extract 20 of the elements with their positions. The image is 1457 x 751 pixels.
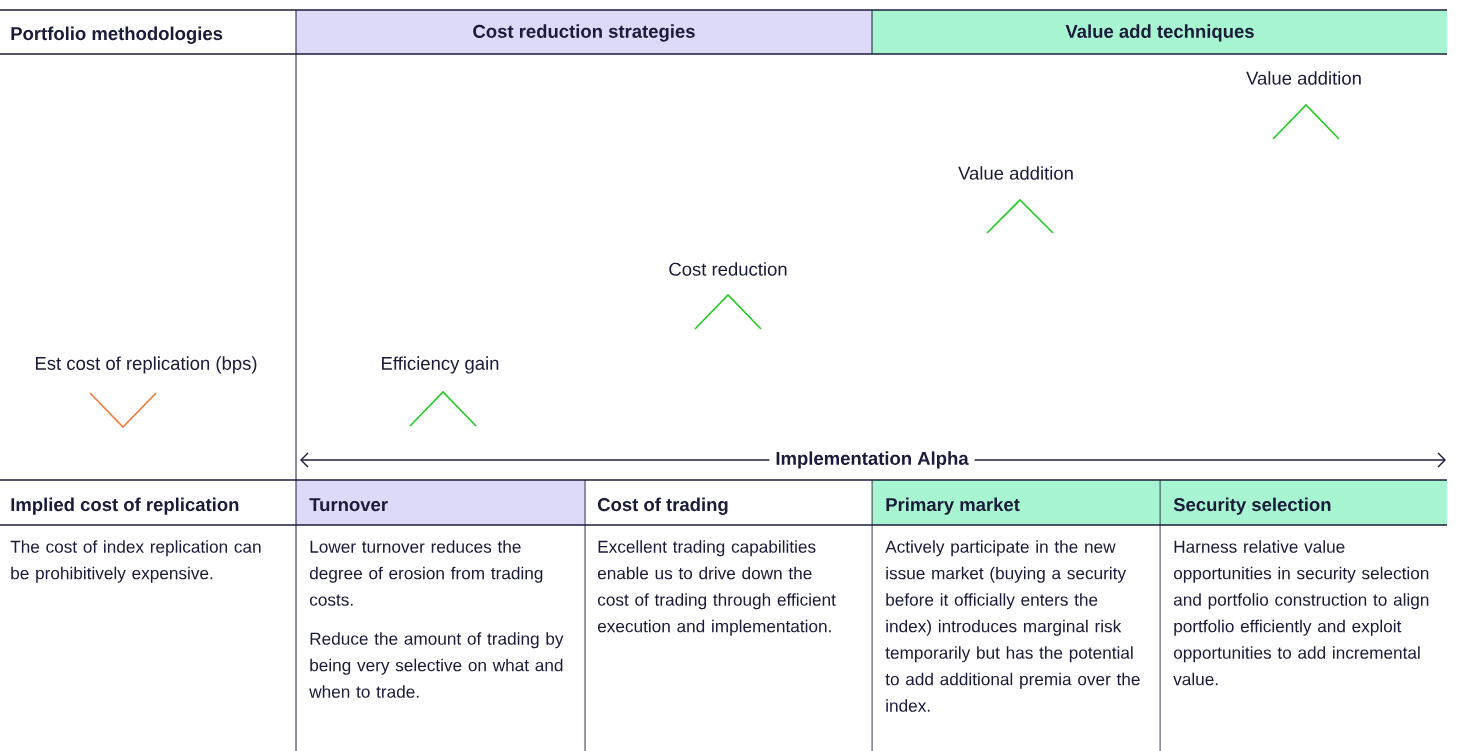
row-heading: Implied cost of replication <box>11 497 239 515</box>
cell-text: Reduce the amount of trading by being very selective on what and when to trade. <box>309 632 564 698</box>
cell-text: The cost of index replication can be prohibitively expensive. <box>10 540 261 583</box>
cell-text: Harness relative value opportunities in security selection and portfolio construction to align portfolio efficiently and exploit opportunities to add incremental value. <box>1173 540 1429 686</box>
chevron-label: Est cost of replication (bps) <box>35 356 257 374</box>
column-heading: Portfolio methodologies <box>11 26 223 44</box>
span-label: Implementation Alpha <box>769 449 975 471</box>
chevron-label: Value addition <box>1246 71 1361 85</box>
column-heading: Cost reduction strategies <box>473 24 695 42</box>
row-heading: Cost of trading <box>597 497 728 515</box>
cell-text: Excellent trading capabilities enable us to drive down the cost of trading through efficient execution and implementation. <box>597 540 836 636</box>
chevron-label: Efficiency gain <box>382 356 499 374</box>
column-heading: Value add techniques <box>1065 24 1254 42</box>
row-heading: Turnover <box>309 498 388 512</box>
chevron-label: Value addition <box>958 166 1073 180</box>
chevron-label: Cost reduction <box>669 262 787 276</box>
cell-text: Lower turnover reduces the degree of erosion from trading costs. <box>309 540 543 606</box>
cell-text: Actively participate in the new issue market (buying a security before it officially enters the index) introduces marginal risk temporarily but has the potential to add additional premia over the index. <box>885 540 1140 712</box>
row-heading: Primary market <box>886 497 1020 515</box>
row-heading: Security selection <box>1173 497 1331 515</box>
